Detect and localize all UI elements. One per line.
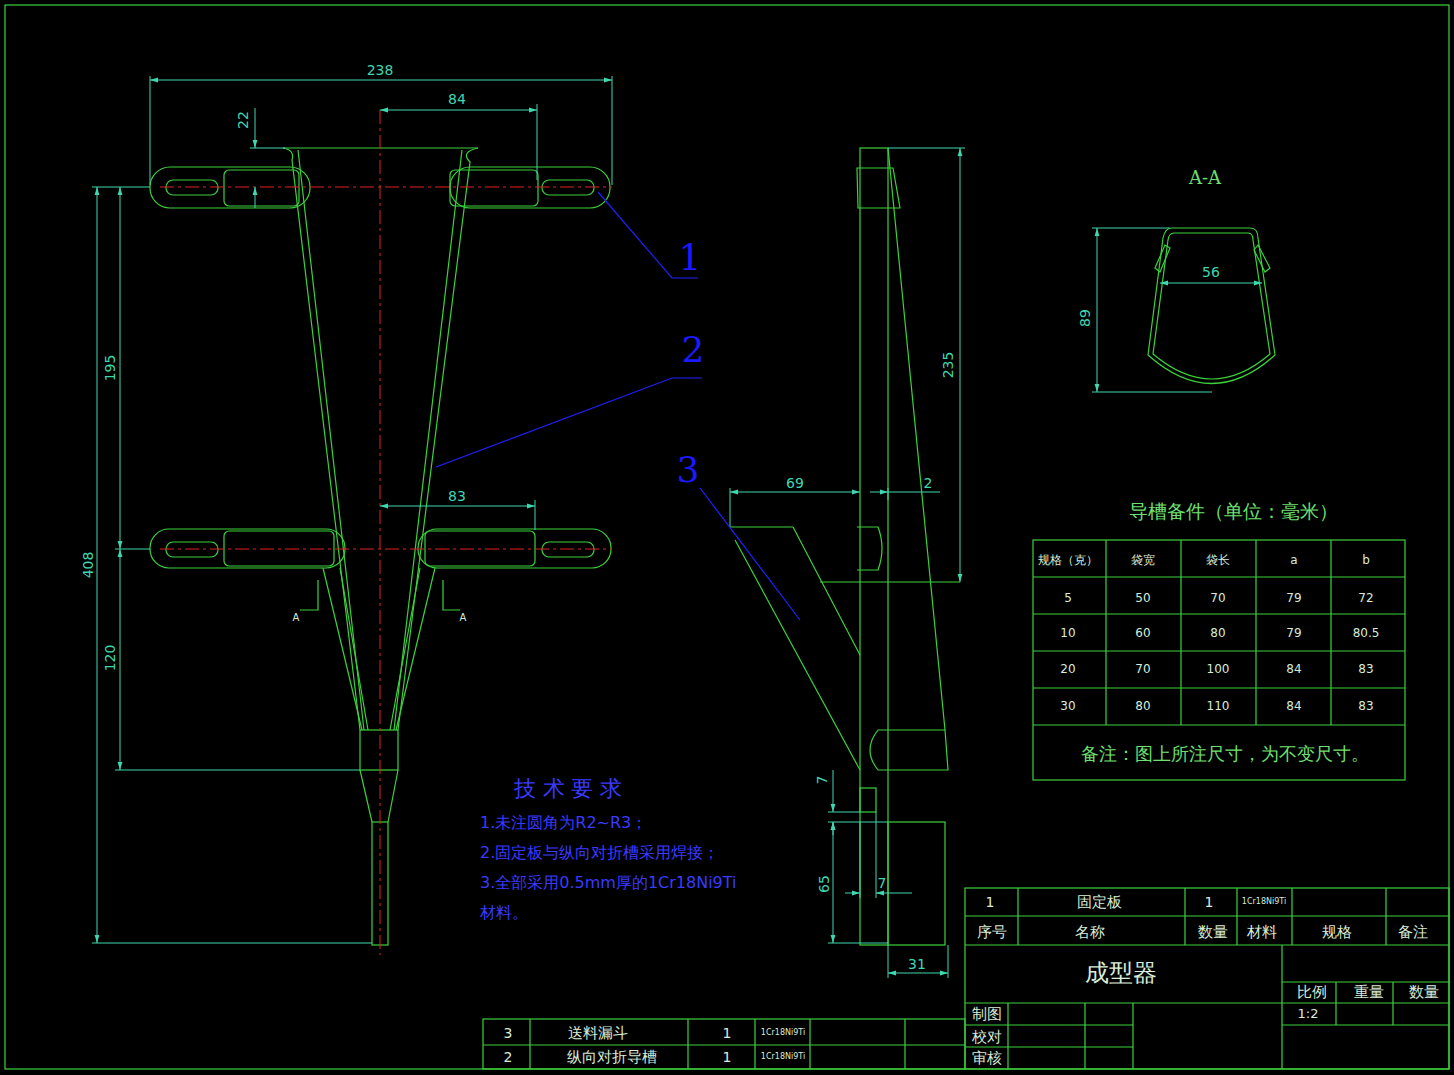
drawing-text: 袋长 [1206,554,1230,566]
drawing-text: A [460,613,467,623]
callout-number: 3 [677,452,700,488]
drawing-text: 名称 [1075,925,1105,940]
dimension-text: 84 [448,92,466,106]
drawing-text: 10 [1060,627,1075,639]
drawing-text: a [1290,554,1297,566]
drawing-text: 比例 [1297,985,1327,1000]
drawing-text: 1Cr18Ni9Ti [1242,898,1286,906]
drawing-text: 80.5 [1353,627,1380,639]
dimension-text: 22 [236,111,250,129]
drawing-text: 1 [723,1026,732,1040]
drawing-text: 1.未注圆角为R2~R3； [480,815,647,831]
drawing-text: 100 [1207,663,1230,675]
drawing-text: 2 [504,1050,513,1064]
drawing-text: 1Cr18Ni9Ti [761,1029,805,1037]
drawing-text: 80 [1135,700,1150,712]
drawing-text: 83 [1358,700,1373,712]
callout-number: 1 [679,240,702,276]
drawing-text: 79 [1286,592,1301,604]
dimension-text: 2 [924,476,933,490]
drawing-text: 规格 [1322,925,1352,940]
drawing-text: 20 [1060,663,1075,675]
dimension-text: 65 [817,875,831,893]
dimension-text: 408 [81,552,95,579]
drawing-text: 1Cr18Ni9Ti [761,1053,805,1061]
drawing-text: 重量 [1354,985,1384,1000]
drawing-text: 1 [986,895,995,909]
drawing-text: 110 [1207,700,1230,712]
dimension-text: 7 [815,776,829,785]
drawing-text: 3 [504,1026,513,1040]
drawing-text: 技 术 要 求 [514,778,623,800]
drawing-text: 1 [723,1050,732,1064]
drawing-text: 72 [1358,592,1373,604]
drawing-text: 固定板 [1077,895,1122,910]
dimension-text: 69 [786,476,804,490]
drawing-text: 5 [1064,592,1072,604]
drawing-text: 审核 [972,1051,1002,1066]
drawing-text: 制图 [972,1007,1002,1022]
drawing-text: 2.固定板与纵向对折槽采用焊接； [480,845,719,861]
drawing-text: 备注：图上所注尺寸，为不变尺寸。 [1081,745,1369,763]
drawing-text: 30 [1060,700,1075,712]
drawing-text: 材料。 [480,905,528,921]
dimension-text: 89 [1078,309,1092,327]
drawing-text: 数量 [1198,925,1228,940]
callout-number: 2 [682,332,705,368]
drawing-text: 校对 [972,1030,1002,1045]
drawing-text: 材料 [1247,925,1277,940]
drawing-text: b [1362,554,1370,566]
drawing-text: 序号 [977,925,1007,940]
drawing-text: 导槽备件（单位：毫米） [1129,502,1338,521]
drawing-text: 1 [1205,895,1214,909]
drawing-text: 1:2 [1298,1007,1319,1020]
drawing-text: 数量 [1409,985,1439,1000]
drawing-text: 袋宽 [1131,554,1155,566]
drawing-text: A-A [1189,169,1221,187]
dimension-text: 195 [103,355,117,382]
drawing-text: 84 [1286,700,1301,712]
drawing-text: 备注 [1398,925,1428,940]
drawing-text: 送料漏斗 [568,1026,628,1041]
drawing-text: 规格（克） [1038,554,1098,566]
drawing-text: 79 [1286,627,1301,639]
dimension-text: 7 [878,876,887,890]
drawing-text: 70 [1135,663,1150,675]
dimension-text: 238 [367,63,394,77]
drawing-text: A [293,613,300,623]
drawing-text: 成型器 [1085,961,1157,985]
dimension-text: 120 [103,645,117,672]
drawing-text: 60 [1135,627,1150,639]
drawing-text: 3.全部采用0.5mm厚的1Cr18Ni9Ti [480,875,737,891]
dimension-text: 83 [448,489,466,503]
drawing-text: 80 [1210,627,1225,639]
dimension-text: 235 [941,352,955,379]
drawing-text: 50 [1135,592,1150,604]
drawing-text: 83 [1358,663,1373,675]
dimension-text: 31 [908,957,926,971]
drawing-text: 纵向对折导槽 [567,1050,657,1065]
drawing-text: 70 [1210,592,1225,604]
dimension-text: 56 [1202,265,1220,279]
drawing-text: 84 [1286,663,1301,675]
